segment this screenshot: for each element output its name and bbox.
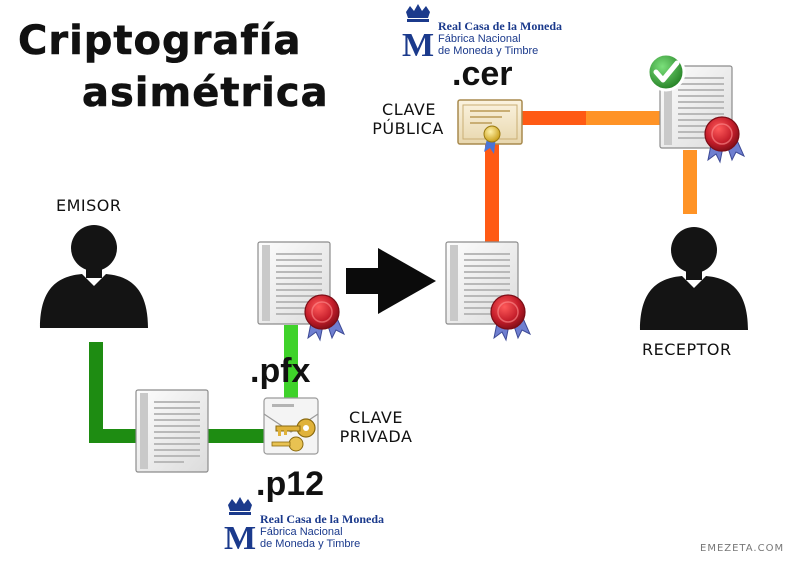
fnmt-logo-top-line3: de Moneda y Timbre: [438, 45, 539, 57]
receptor-label: RECEPTOR: [642, 340, 732, 359]
clave-privada-label-line-2: PRIVADA: [339, 427, 413, 446]
fnmt-logo-bottom-emblem: M: [224, 497, 256, 557]
fnmt-logo-top-name: Real Casa de la Moneda: [438, 19, 562, 33]
fnmt-logo-bottom-line2: Fábrica Nacional: [260, 526, 343, 538]
certificate-icon: [457, 99, 523, 154]
clave-privada-label-line-1: CLAVE: [349, 408, 403, 427]
signed-document-received-icon: [445, 241, 531, 341]
fnmt-logo-top-emblem: M: [402, 4, 434, 64]
private-key-path-line: [89, 342, 290, 443]
receptor-person-icon: [640, 227, 748, 330]
clave-publica-label-line-2: PÚBLICA: [372, 119, 444, 138]
verified-document-icon: [646, 52, 745, 163]
keys-envelope-icon: [263, 397, 319, 455]
title-line-1: Criptografía: [18, 18, 302, 65]
pfx-extension-label: .pfx: [250, 352, 311, 390]
fnmt-logo-bottom-name: Real Casa de la Moneda: [260, 512, 384, 526]
fnmt-logo-top: Real Casa de la Moneda Fábrica Nacional …: [438, 19, 562, 58]
credit-watermark: EMEZETA.COM: [700, 543, 785, 554]
emisor-person-icon: [40, 225, 148, 328]
cer-extension-label: .cer: [452, 55, 513, 93]
fnmt-logo-bottom: Real Casa de la Moneda Fábrica Nacional …: [260, 512, 384, 551]
fnmt-logo-top-line2: Fábrica Nacional: [438, 33, 521, 45]
p12-extension-label: .p12: [256, 465, 325, 503]
signed-document-source-icon: [257, 241, 345, 341]
emisor-label: EMISOR: [56, 196, 122, 215]
fnmt-logo-bottom-line3: de Moneda y Timbre: [260, 538, 361, 550]
checkmark-icon: [646, 52, 686, 92]
svg-text:M: M: [224, 520, 256, 557]
svg-text:M: M: [402, 27, 434, 64]
arrow-right-icon: [346, 248, 436, 314]
title-line-2: asimétrica: [82, 70, 329, 117]
plain-document-icon: [135, 389, 209, 473]
clave-publica-label-line-1: CLAVE: [382, 100, 436, 119]
